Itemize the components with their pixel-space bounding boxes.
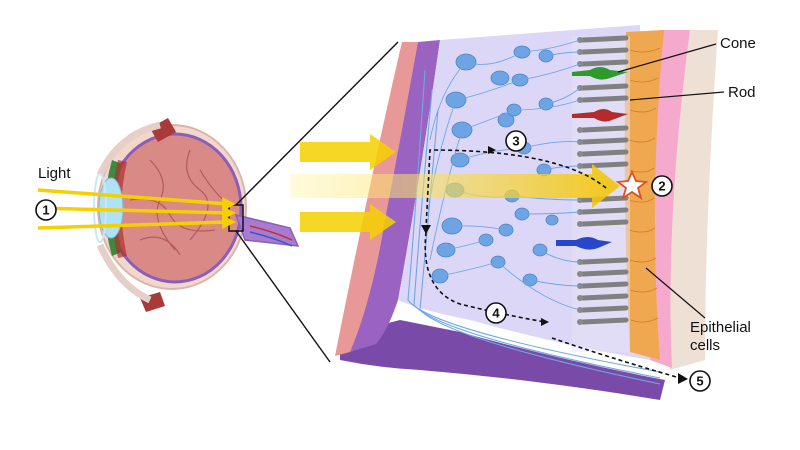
- light-label: Light: [38, 165, 71, 182]
- eyeball: [93, 118, 300, 312]
- optic-nerve-vessel-blue: [249, 231, 293, 247]
- rod-label: Rod: [728, 84, 756, 101]
- eye-muscle-top: [150, 118, 176, 142]
- svg-text:3: 3: [512, 134, 519, 149]
- rod-callout-line: [629, 91, 725, 101]
- marker-2: 2: [651, 175, 673, 197]
- light-rays-eye: [37, 188, 236, 230]
- cone-label: Cone: [720, 35, 756, 52]
- signal-path-4: [424, 231, 546, 323]
- beam-lower: [300, 204, 396, 240]
- zoom-line-top: [235, 41, 399, 206]
- marker-3: 3: [505, 130, 527, 152]
- signal-arrow-3b: [488, 146, 496, 154]
- svg-text:1: 1: [42, 203, 49, 218]
- marker-4: 4: [485, 302, 507, 324]
- cone-callout-line: [617, 43, 717, 73]
- eyeball-body: [107, 132, 243, 284]
- photoreceptors: [556, 35, 629, 325]
- beam-upper: [300, 134, 396, 170]
- epithelial-label-line1: Epithelial: [690, 319, 751, 336]
- cone-highlight-green: [572, 67, 628, 80]
- signal-arrow-5: [678, 373, 688, 384]
- optic-layer-outer: [340, 320, 665, 400]
- sclera-band: [335, 42, 418, 356]
- signal-path-5: [551, 337, 681, 379]
- svg-text:5: 5: [696, 374, 703, 389]
- activation-star: [615, 169, 649, 201]
- signal-path-3: [425, 149, 607, 229]
- marker-1: 1: [35, 199, 57, 221]
- epithelial-label-line2: cells: [690, 337, 720, 354]
- sclera-outer-layer: [669, 30, 718, 370]
- beam-main: [290, 164, 620, 208]
- cone-highlight-blue: [556, 237, 612, 250]
- rpe-texture: [628, 47, 661, 323]
- eyelid-bottom: [96, 243, 152, 304]
- svg-text:4: 4: [492, 306, 500, 321]
- rod-highlight-red: [572, 109, 628, 122]
- signal-arrow-3: [421, 225, 431, 234]
- epithelial-callout-line: [645, 267, 706, 319]
- eyelid-top: [96, 121, 161, 177]
- signal-arrow-4: [541, 318, 549, 326]
- svg-text:2: 2: [658, 179, 665, 194]
- retina-light-beams: [290, 134, 620, 240]
- rpe-layer: [624, 30, 664, 360]
- zoom-line-bottom: [235, 230, 331, 363]
- marker-5: 5: [689, 370, 711, 392]
- optic-nerve-vessel-red: [249, 225, 293, 241]
